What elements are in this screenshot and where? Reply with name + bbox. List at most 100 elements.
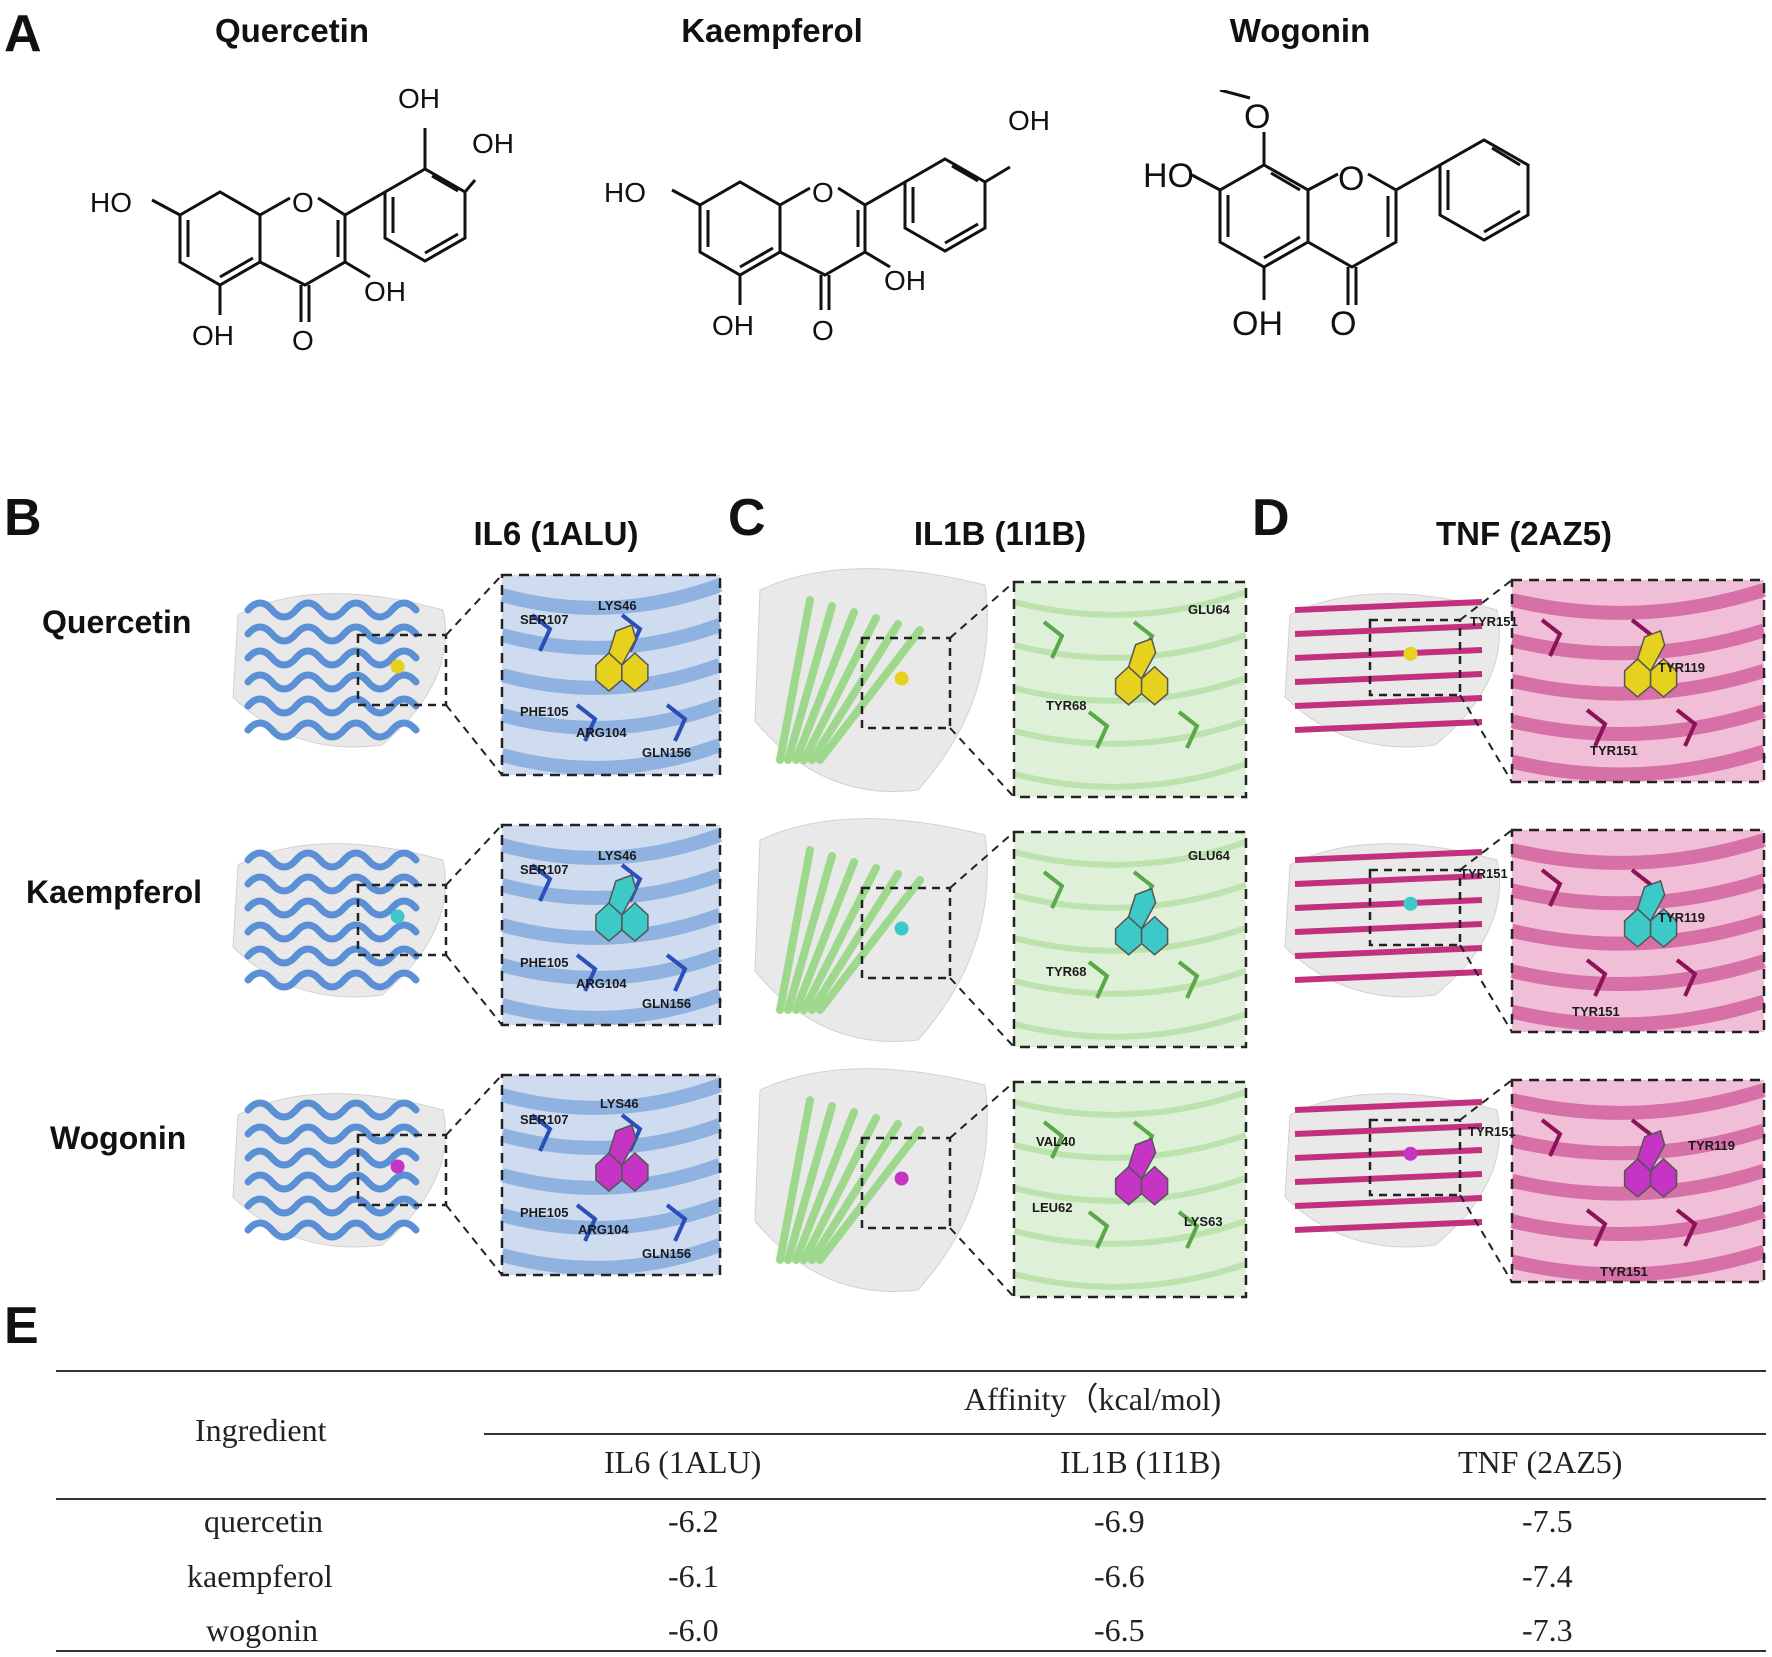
zoom-box — [500, 823, 722, 1027]
residue-label: TYR119 — [1658, 910, 1705, 925]
residue-stick — [1177, 960, 1200, 999]
wogonin-structure: O O O OH — [1191, 90, 1530, 343]
residue-stick — [575, 1203, 598, 1242]
zoom-source-box — [356, 1133, 448, 1207]
residue-label: LEU62 — [1032, 1200, 1073, 1215]
docking-row-1-1 — [754, 818, 1248, 1049]
zoom-ribbon — [1510, 1123, 1767, 1161]
zoom-connector — [949, 581, 1015, 639]
zoom-connector — [1459, 694, 1513, 783]
docking-figures — [232, 568, 1767, 1299]
sheet-strand — [816, 1126, 924, 1264]
residue-stick — [530, 613, 553, 652]
sheet-strand — [1294, 969, 1483, 983]
table-col-header: IL1B (1I1B) — [1060, 1444, 1221, 1480]
table-top-rule — [56, 1370, 1766, 1372]
residue-stick — [1540, 868, 1563, 907]
zoom-box — [1012, 830, 1248, 1049]
sheet-strand — [800, 1114, 880, 1264]
zoom-ribbon — [1013, 632, 1247, 661]
table-header-rule — [56, 1498, 1766, 1500]
residue-stick — [1675, 1208, 1698, 1247]
table-cell: -7.4 — [1522, 1558, 1573, 1594]
zoom-source-box — [356, 633, 448, 707]
helix-ribbon — [244, 921, 420, 943]
protein-title-tnf: TNF (2AZ5) — [1436, 515, 1612, 552]
residue-label: TYR151 — [1590, 743, 1638, 758]
zoom-source-box — [1368, 1118, 1462, 1197]
zoom-box — [1012, 1080, 1248, 1299]
residue-stick — [665, 1203, 688, 1242]
zoom-ribbon — [1013, 1261, 1247, 1290]
table-cell: -6.6 — [1094, 1558, 1145, 1594]
table-header-ingredient: Ingredient — [195, 1412, 327, 1448]
sheet-strand — [816, 626, 924, 764]
sheet-strand — [808, 1120, 902, 1264]
residue-label: PHE105 — [520, 955, 569, 970]
zoom-box — [1012, 580, 1248, 799]
residue-label: ARG104 — [576, 976, 627, 991]
residue-label: ARG104 — [578, 1222, 629, 1237]
sheet-strand — [1294, 873, 1483, 887]
label-ho: HO — [1143, 157, 1194, 195]
residue-stick — [1087, 1210, 1110, 1249]
sheet-strand — [1294, 719, 1483, 733]
ligand-ring — [1649, 657, 1678, 698]
docking-row-2-1 — [1284, 828, 1767, 1034]
zoom-ribbon — [1510, 744, 1767, 782]
residue-label: GLN156 — [642, 1246, 692, 1261]
zoom-ribbon — [500, 828, 723, 865]
sheet-strand — [816, 876, 924, 1014]
residue-label: TYR151 — [1468, 1124, 1516, 1139]
residue-label: TYR151 — [1572, 1004, 1620, 1019]
sheet-strand — [784, 1102, 836, 1264]
label-oh: OH — [398, 83, 440, 114]
docking-row-2-0 — [1284, 578, 1767, 784]
sheet-strand — [784, 852, 836, 1014]
helix-ribbon — [244, 719, 420, 741]
zoom-ribbon — [1510, 623, 1767, 661]
helix-ribbon — [244, 1147, 420, 1169]
table-cell: -7.5 — [1522, 1503, 1573, 1539]
zoom-connector — [445, 1204, 503, 1276]
residue-stick — [1540, 1118, 1563, 1157]
sheet-strand — [776, 596, 814, 764]
residue-label: TYR68 — [1046, 964, 1087, 979]
ligand — [390, 1159, 405, 1174]
zoom-ribbon — [1013, 1089, 1247, 1118]
kaempferol-structure: OH HO O OH OH O — [604, 105, 1050, 346]
docking-row-2-2 — [1284, 1078, 1767, 1284]
sheet-strand — [1294, 1147, 1483, 1161]
panel-label-b: B — [4, 489, 42, 547]
residue-label: TYR119 — [1688, 1138, 1735, 1153]
residue-label: TYR151 — [1600, 1264, 1648, 1279]
helix-ribbon — [244, 1195, 420, 1217]
label-ho: HO — [604, 177, 646, 208]
sheet-strand — [1294, 1099, 1483, 1113]
residue-label: TYR151 — [1460, 866, 1508, 881]
sheet-strand — [1294, 1123, 1483, 1137]
ligand-ring — [1127, 887, 1157, 930]
table-cell: -6.1 — [668, 1558, 719, 1594]
zoom-connector — [1459, 944, 1513, 1033]
helix-ribbon — [244, 945, 420, 967]
zoom-ribbon — [1510, 1083, 1767, 1120]
ligand — [1403, 896, 1418, 911]
molecule-title-wogonin: Wogonin — [1229, 12, 1371, 49]
ligand — [390, 909, 405, 924]
residue-stick — [575, 703, 598, 742]
sheet-strand — [792, 858, 858, 1014]
sheet-strand — [1294, 849, 1483, 863]
zoom-ribbon — [1510, 704, 1767, 742]
helix-ribbon — [244, 1099, 420, 1121]
zoom-connector — [949, 727, 1015, 798]
ligand-ring — [1140, 1165, 1169, 1206]
zoom-ribbon — [500, 988, 723, 1025]
table-cell: -7.3 — [1522, 1612, 1573, 1648]
residue-label: GLN156 — [642, 745, 692, 760]
helix-ribbon — [244, 1219, 420, 1241]
zoom-ribbon — [1510, 1204, 1767, 1242]
sheet-strand — [1294, 897, 1483, 911]
molecule-title-quercetin: Quercetin — [214, 12, 370, 49]
table-row-name: quercetin — [204, 1503, 324, 1539]
